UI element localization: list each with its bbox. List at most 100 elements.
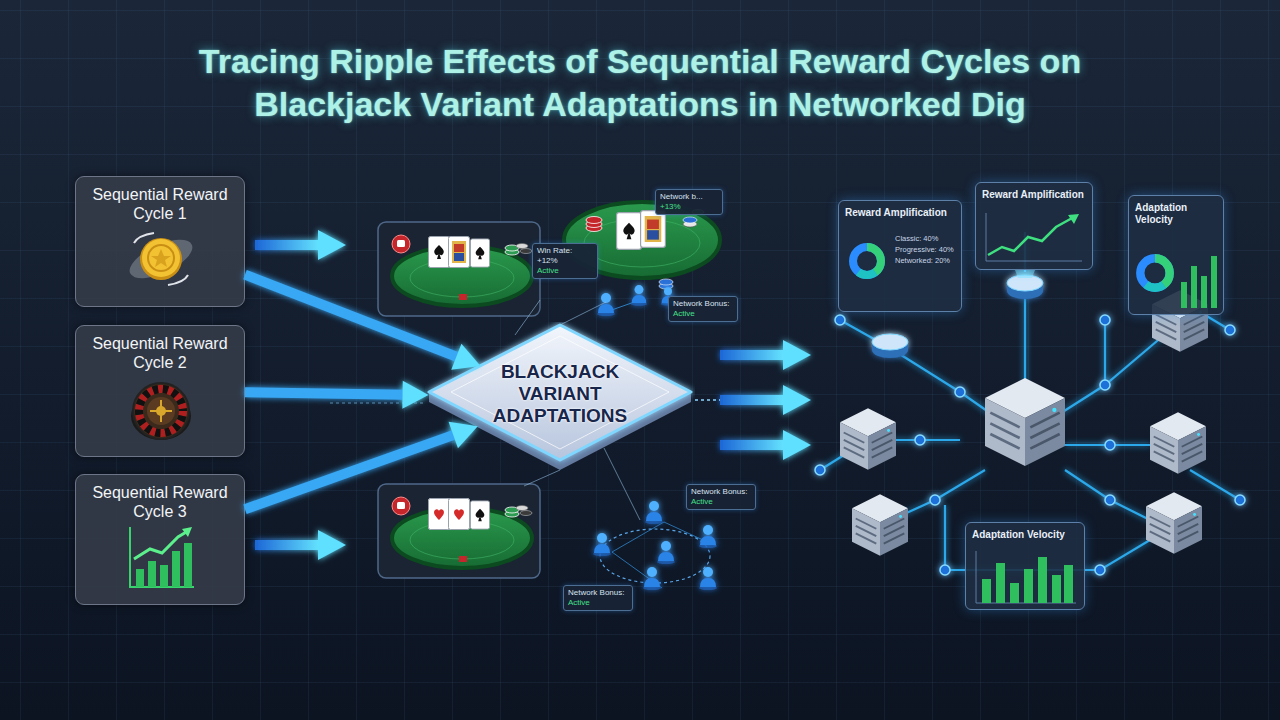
chart-panel-part <box>984 211 1084 263</box>
process-box-part-part <box>130 527 194 587</box>
flow-arrow <box>255 230 811 560</box>
network-dot-part <box>1105 440 1115 450</box>
network-wire-part <box>1190 470 1240 500</box>
flow-arrow-part <box>720 350 786 360</box>
flow-arrow <box>245 275 481 370</box>
blackjack-table-part <box>659 279 673 285</box>
chart-panel-part-part <box>996 563 1005 603</box>
node-value: Active <box>691 497 751 507</box>
network-dot-part <box>1095 565 1105 575</box>
flow-arrow-part <box>318 530 346 560</box>
chart-panel-part-part <box>976 551 1076 603</box>
network-wire-part <box>1050 330 1170 420</box>
chart-panel: Reward Amplification <box>975 182 1093 270</box>
arrow-head <box>451 344 480 370</box>
process-box-part-part <box>131 392 191 440</box>
node-label: Win Rate: +12% <box>537 246 593 266</box>
process-box-part <box>124 225 198 293</box>
blackjack-table-part <box>429 499 450 530</box>
arrow-shaft <box>245 392 405 394</box>
player-network <box>593 501 717 590</box>
flow-arrow-part <box>783 385 811 415</box>
process-box-part-part <box>160 565 168 587</box>
chart-panel-part-part <box>988 217 1074 255</box>
flow-arrow <box>245 422 478 509</box>
process-box-part-part <box>133 383 189 439</box>
network-wire-part <box>1104 320 1106 385</box>
node-label: Network Bonus: <box>568 588 628 598</box>
server-icon-part <box>985 378 1065 466</box>
server-icon-part <box>852 494 908 556</box>
chart-panel: Adaptation Velocity <box>965 522 1085 610</box>
network-wire-part <box>1065 444 1150 446</box>
diagram-title: Tracing Ripple Effects of Sequential Rew… <box>160 40 1120 126</box>
network-dot-part <box>815 465 825 475</box>
process-box-part-part <box>184 543 192 587</box>
network-dot-part <box>835 315 845 325</box>
node-label: Reward Amplification <box>845 207 955 219</box>
process-box-part-part <box>156 406 166 416</box>
server-icon-part <box>840 408 896 470</box>
node-label: Sequential Reward Cycle 2 <box>86 334 234 372</box>
process-box: Sequential Reward Cycle 1 <box>75 176 245 307</box>
network-dot-part <box>1225 325 1235 335</box>
chart-panel-part-part <box>1191 266 1197 308</box>
process-box-part-part <box>134 233 154 243</box>
blackjack-table-part <box>631 285 647 306</box>
process-box-part-part <box>139 389 183 433</box>
chart-panel-part <box>1179 248 1219 308</box>
flow-arrow-part <box>255 540 321 550</box>
player-network-part <box>612 552 662 588</box>
network-dot-part <box>1100 315 1110 325</box>
leader-line-part <box>515 300 540 335</box>
blackjack-table-part <box>617 213 642 250</box>
process-box-part-part <box>136 569 144 587</box>
chart-panel-part <box>974 549 1078 605</box>
network-dot-part <box>930 495 940 505</box>
network-dot <box>815 315 1245 575</box>
process-box-part-part <box>182 527 192 537</box>
chart-panel-part-part <box>1052 575 1061 603</box>
leader-line-part <box>524 470 560 486</box>
hub-diamond-part-part <box>429 325 691 460</box>
chart-panel-part-part <box>1201 276 1207 308</box>
flow-arrow-part <box>318 230 346 260</box>
chart-panel-part <box>1134 252 1176 294</box>
node-value: Active <box>537 266 593 276</box>
chart-panel-part-part <box>1140 258 1169 287</box>
chart-panel-part-part <box>853 247 881 275</box>
player-network-part <box>657 541 675 564</box>
player-network-part <box>593 533 611 556</box>
flow-arrow-part <box>783 430 811 460</box>
network-dot-part <box>1105 495 1115 505</box>
chart-panel-part-part <box>1010 583 1019 603</box>
chart-panel-part-part <box>1140 258 1169 287</box>
network-wire-part <box>820 440 868 470</box>
status-tag: Network b...+13% <box>655 189 723 215</box>
process-box-part <box>128 378 194 444</box>
node-value: Active <box>568 598 628 608</box>
blackjack-table-part <box>586 217 602 224</box>
chart-panel: Adaptation Velocity <box>1128 195 1224 315</box>
node-label: Adaptation Velocity <box>1135 202 1217 226</box>
player-network-part <box>699 525 717 548</box>
flow-arrow-part <box>255 240 321 250</box>
process-box-part-part <box>142 239 180 277</box>
blackjack-table-part <box>641 211 666 248</box>
chart-panel-part-part <box>1038 557 1047 603</box>
node-value: +13% <box>660 202 718 212</box>
node-label: Network b... <box>660 192 718 202</box>
node-label: Network Bonus: <box>691 487 751 497</box>
network-wire-part <box>1024 292 1026 400</box>
chart-panel-part <box>847 241 887 281</box>
chart-panel-part-part <box>1181 282 1187 308</box>
network-disc-part <box>872 342 908 358</box>
process-box-part-part <box>148 245 174 271</box>
flow-arrow-part <box>720 395 786 405</box>
blackjack-table-part <box>586 225 602 232</box>
chart-panel-part-part <box>853 247 881 275</box>
chart-panel-part-part <box>1068 214 1079 224</box>
dashed-link <box>695 399 720 401</box>
arrow-shaft <box>245 275 458 358</box>
